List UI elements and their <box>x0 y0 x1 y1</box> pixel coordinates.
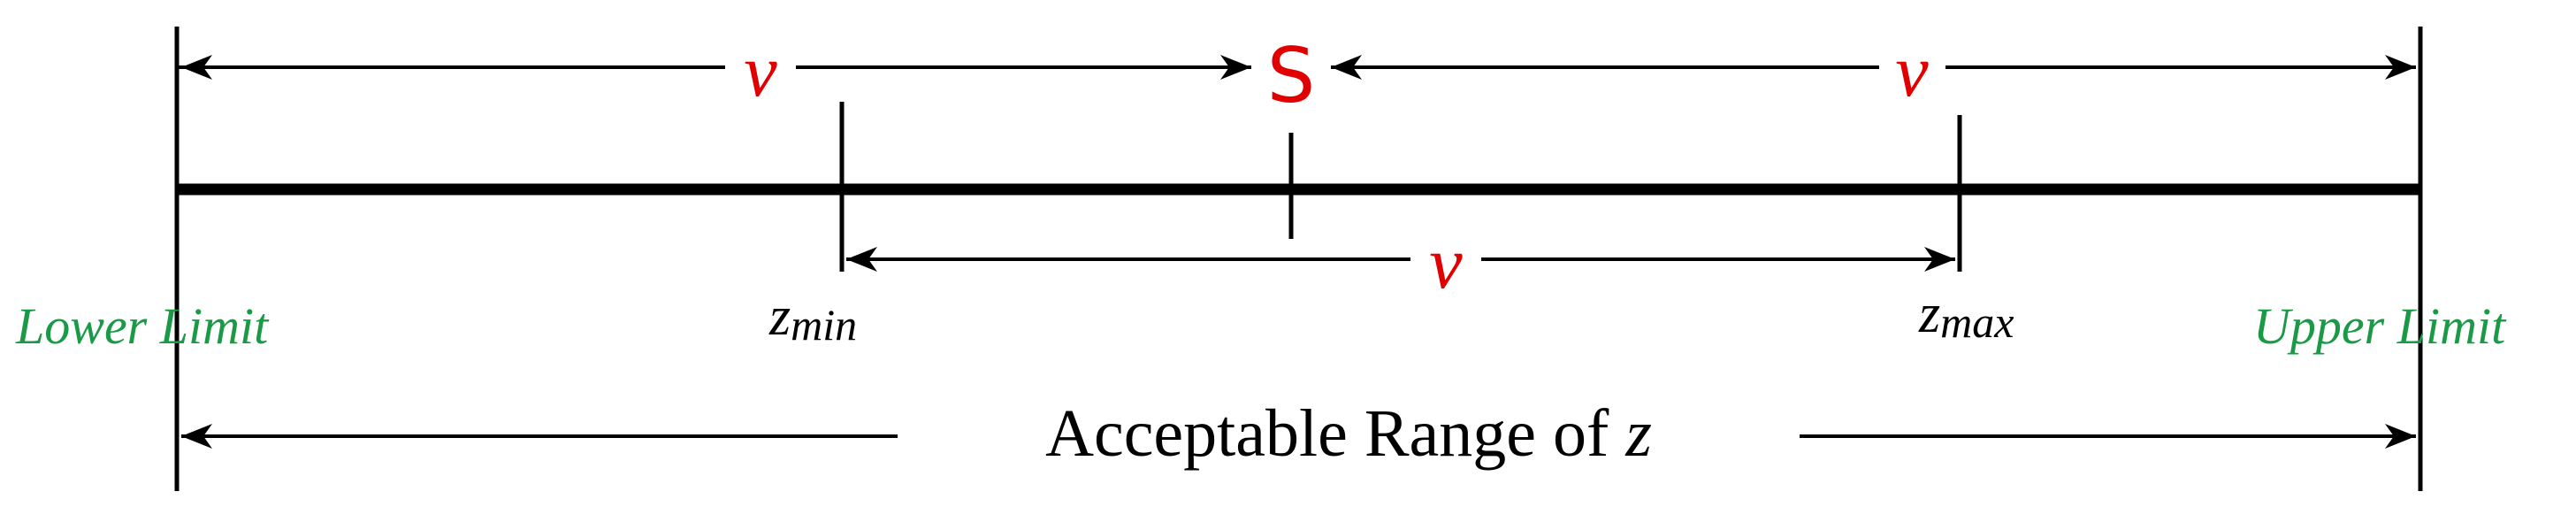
z-min-label: zmin <box>768 287 857 350</box>
z-max-label: zmax <box>1918 284 2014 347</box>
arrowhead-zmax <box>1924 247 1955 272</box>
arrowhead-left-start <box>181 55 212 80</box>
arrowhead-left-end <box>1220 55 1251 80</box>
v-label-right: v <box>1895 30 1929 112</box>
arrowhead-zmin <box>846 247 877 272</box>
arrowhead-range-start <box>181 424 212 449</box>
z-min-subscript: min <box>791 300 857 350</box>
acceptable-range-variable: z <box>1624 396 1652 471</box>
v-label-left: v <box>744 30 777 112</box>
acceptable-range-label: Acceptable Range of z <box>1045 396 1652 471</box>
z-max-subscript: max <box>1940 297 2014 347</box>
arrowhead-right-end <box>2385 55 2416 80</box>
arrowhead-right-start <box>1331 55 1362 80</box>
v-label-bottom: v <box>1429 222 1463 304</box>
s-label: S <box>1267 32 1316 120</box>
lower-limit-label: Lower Limit <box>15 297 270 355</box>
acceptable-range-text: Acceptable Range of <box>1045 396 1625 471</box>
upper-limit-label: Upper Limit <box>2253 297 2507 355</box>
arrowhead-range-end <box>2385 424 2416 449</box>
z-min-base: z <box>768 287 791 347</box>
z-max-base: z <box>1918 284 1940 344</box>
